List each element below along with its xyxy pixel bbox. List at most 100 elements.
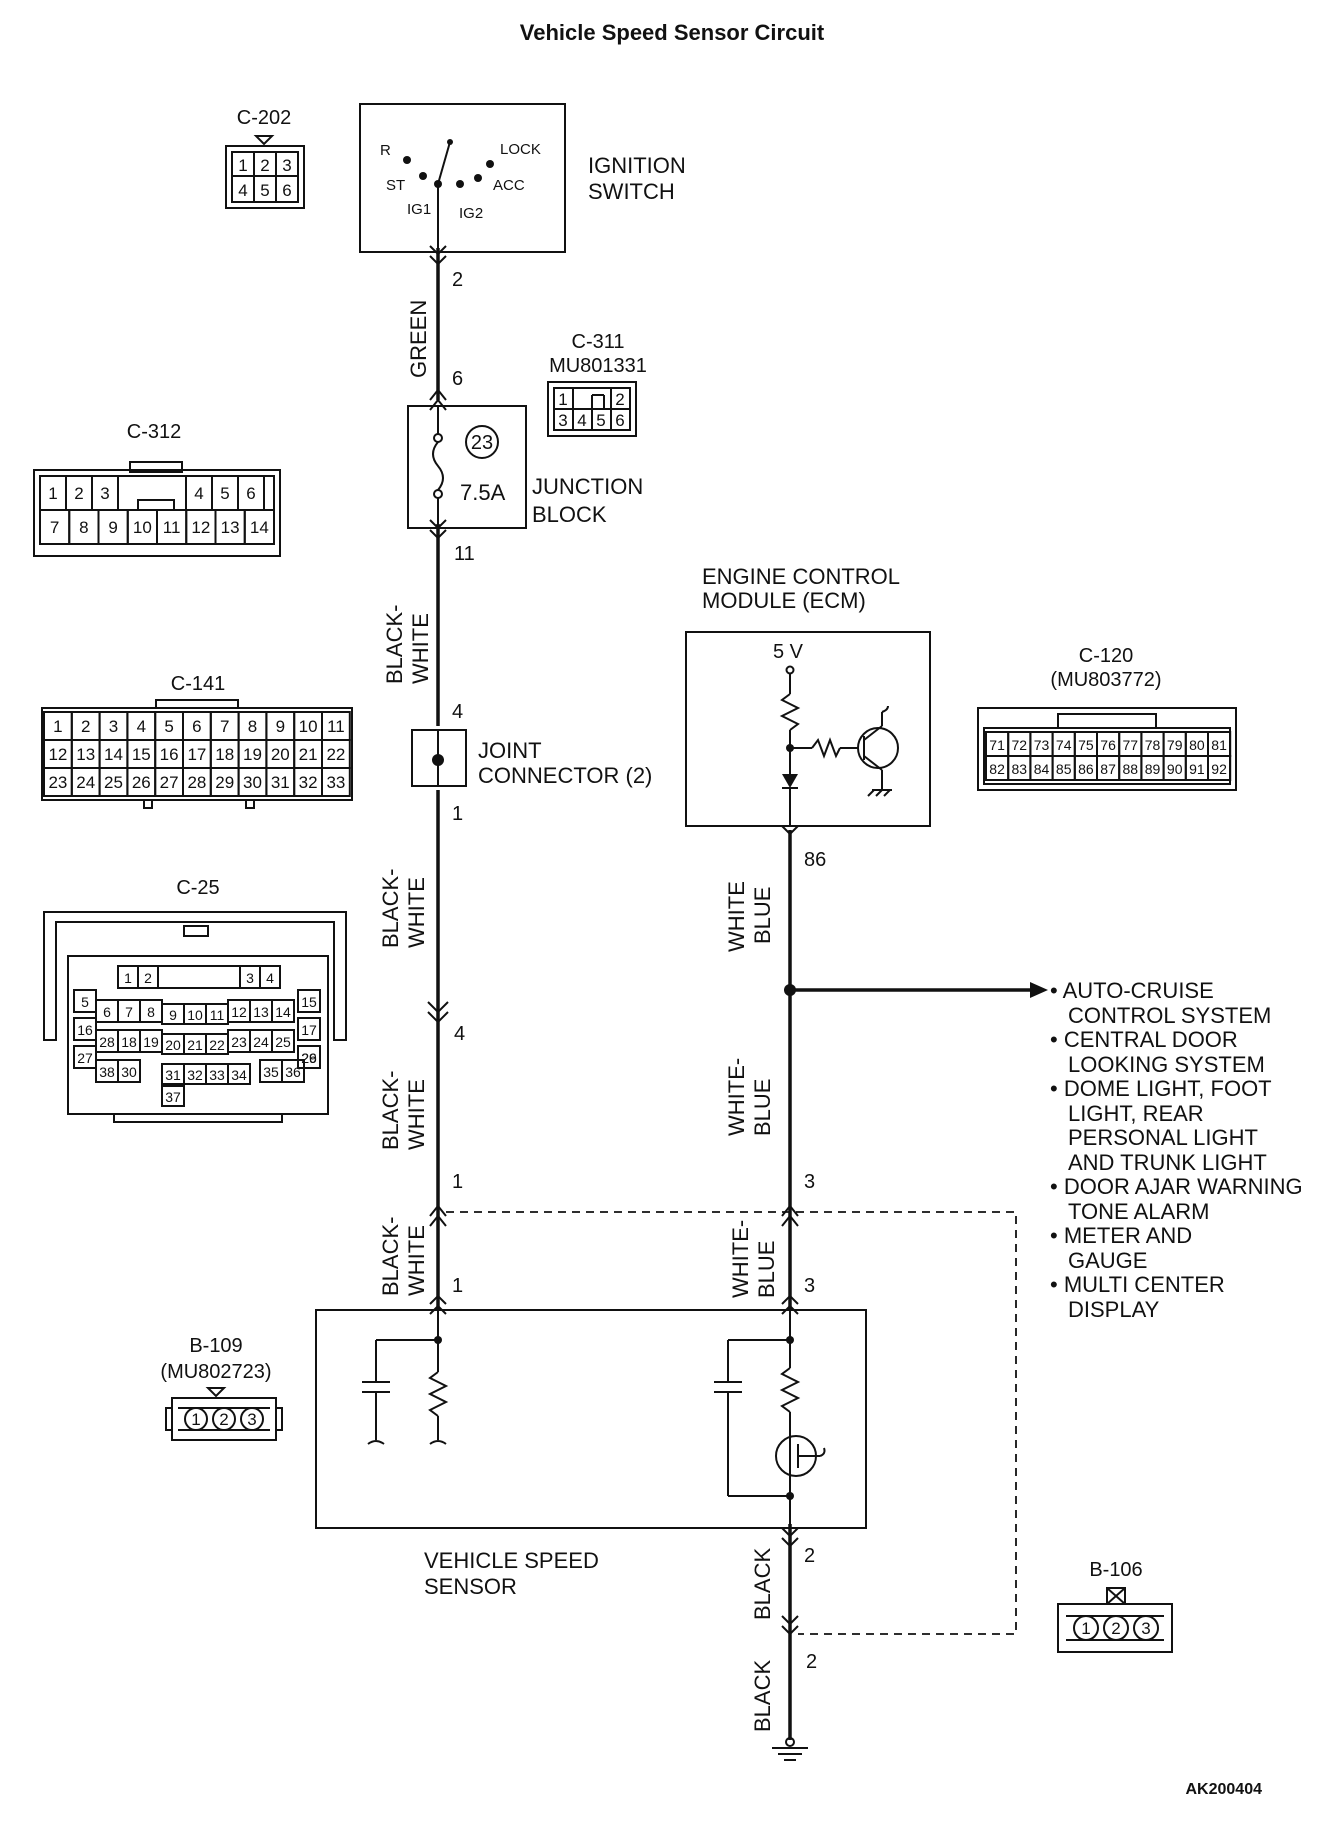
connector-pin: 12 bbox=[231, 1004, 247, 1020]
connector-pin: 91 bbox=[1189, 761, 1205, 777]
svg-text:(MU803772): (MU803772) bbox=[1050, 669, 1161, 691]
connector-b106: B-106 1 2 3 bbox=[1057, 1559, 1173, 1653]
svg-text:• MULTI CENTER: • MULTI CENTER bbox=[1050, 1272, 1225, 1297]
svg-text:4: 4 bbox=[452, 701, 463, 723]
svg-text:3: 3 bbox=[804, 1171, 815, 1193]
svg-text:• METER AND: • METER AND bbox=[1050, 1223, 1192, 1248]
svg-text:IGNITION: IGNITION bbox=[588, 153, 686, 178]
connector-pin: 6 bbox=[192, 717, 201, 736]
connector-pin: 18 bbox=[215, 745, 234, 764]
connector-pin: 9 bbox=[169, 1007, 177, 1023]
connector-pin: 74 bbox=[1056, 737, 1072, 753]
ignition-switch: R LOCK ST ACC IG1 IG2 IGNITION SWITCH bbox=[359, 103, 686, 253]
connector-pin: 23 bbox=[231, 1034, 247, 1050]
diagram-title: Vehicle Speed Sensor Circuit bbox=[520, 20, 825, 45]
wire-label-bw-4b: WHITE bbox=[404, 1225, 429, 1296]
connector-pin: 18 bbox=[121, 1034, 137, 1050]
svg-text:GAUGE: GAUGE bbox=[1068, 1248, 1147, 1273]
connector-pin: 71 bbox=[989, 737, 1005, 753]
connector-pin: 13 bbox=[221, 518, 240, 537]
connector-pin: 92 bbox=[1211, 761, 1227, 777]
svg-text:(MU802723): (MU802723) bbox=[160, 1361, 271, 1383]
connector-pin: 5 bbox=[164, 717, 173, 736]
connector-pin: 4 bbox=[266, 970, 274, 986]
wire-label-wb-3b: BLUE bbox=[754, 1241, 779, 1298]
svg-text:5: 5 bbox=[596, 411, 605, 430]
connector-pin: 35 bbox=[263, 1064, 279, 1080]
destination-item: • METER AND GAUGE bbox=[1050, 1223, 1192, 1273]
svg-text:5: 5 bbox=[260, 181, 269, 200]
svg-text:1: 1 bbox=[452, 803, 463, 825]
destination-item: • CENTRAL DOOR LOOKING SYSTEM bbox=[1050, 1027, 1265, 1077]
connector-pin: 33 bbox=[209, 1067, 225, 1083]
svg-text:3: 3 bbox=[282, 156, 291, 175]
connector-pin: 2 bbox=[74, 484, 83, 503]
svg-text:1: 1 bbox=[191, 1410, 200, 1429]
ecm-label: ENGINE CONTROL bbox=[702, 564, 900, 589]
connector-pin: 5 bbox=[81, 994, 89, 1010]
connector-pin: 31 bbox=[165, 1067, 181, 1083]
connector-pin: 15 bbox=[132, 745, 151, 764]
svg-text:1: 1 bbox=[1081, 1619, 1090, 1638]
svg-text:C-25: C-25 bbox=[176, 877, 219, 899]
connector-pin: 19 bbox=[143, 1034, 159, 1050]
connector-pin: 72 bbox=[1012, 737, 1028, 753]
svg-text:B-106: B-106 bbox=[1089, 1559, 1142, 1581]
wire-label-bw-1a: BLACK- bbox=[382, 605, 407, 684]
svg-text:11: 11 bbox=[454, 543, 475, 565]
wire-label-green: GREEN bbox=[406, 300, 431, 378]
connector-pin: 34 bbox=[231, 1067, 247, 1083]
connector-pin: 4 bbox=[137, 717, 146, 736]
destination-item: • DOOR AJAR WARNING TONE ALARM bbox=[1050, 1174, 1303, 1224]
svg-text:C-120: C-120 bbox=[1079, 645, 1133, 667]
connector-pin: 22 bbox=[326, 745, 345, 764]
connector-pin: 30 bbox=[121, 1064, 137, 1080]
connector-pin: 12 bbox=[48, 745, 67, 764]
ground-icon bbox=[772, 1737, 808, 1761]
connector-pin: 13 bbox=[253, 1004, 269, 1020]
svg-text:1: 1 bbox=[452, 1275, 463, 1297]
connector-pin: 14 bbox=[104, 745, 123, 764]
connector-pin: 1 bbox=[124, 970, 132, 986]
svg-text:C-141: C-141 bbox=[171, 673, 225, 695]
connector-pin: 8 bbox=[248, 717, 257, 736]
svg-text:1: 1 bbox=[558, 390, 567, 409]
connector-pin: 14 bbox=[250, 518, 269, 537]
connector-pin: 36 bbox=[285, 1064, 301, 1080]
connector-pin: 37 bbox=[165, 1089, 181, 1105]
connector-pin: 10 bbox=[187, 1007, 203, 1023]
connector-pin: 16 bbox=[77, 1022, 93, 1038]
connector-pin: 20 bbox=[271, 745, 290, 764]
connector-pin: 7 bbox=[220, 717, 229, 736]
wire-label-bw-4a: BLACK- bbox=[378, 1217, 403, 1296]
connector-pin: 23 bbox=[48, 773, 67, 792]
connector-pin: 20 bbox=[165, 1037, 181, 1053]
svg-text:C-311: C-311 bbox=[572, 331, 625, 353]
connector-pin: 17 bbox=[187, 745, 206, 764]
joint-connector bbox=[411, 729, 467, 787]
connector-pin: 32 bbox=[299, 773, 318, 792]
connector-pin: 15 bbox=[301, 994, 317, 1010]
svg-text:1: 1 bbox=[452, 1171, 463, 1193]
connector-pin: 6 bbox=[246, 484, 255, 503]
connector-pin: 24 bbox=[76, 773, 95, 792]
connector-pin: 79 bbox=[1167, 737, 1183, 753]
svg-text:3: 3 bbox=[804, 1275, 815, 1297]
wire-label-bw-2a: BLACK- bbox=[378, 869, 403, 948]
svg-text:2: 2 bbox=[219, 1410, 228, 1429]
svg-text:2: 2 bbox=[1111, 1619, 1120, 1638]
svg-text:• DOOR AJAR WARNING: • DOOR AJAR WARNING bbox=[1050, 1174, 1303, 1199]
connector-pin: 25 bbox=[104, 773, 123, 792]
connector-pin: 88 bbox=[1123, 761, 1139, 777]
connector-pin: 28 bbox=[187, 773, 206, 792]
connector-pin: 30 bbox=[243, 773, 262, 792]
svg-text:IG1: IG1 bbox=[407, 201, 431, 218]
svg-text:5 V: 5 V bbox=[773, 641, 804, 663]
svg-text:4: 4 bbox=[577, 411, 586, 430]
wire-label-wb-1a: WHITE bbox=[724, 881, 749, 952]
svg-text:2: 2 bbox=[615, 390, 624, 409]
svg-text:DISPLAY: DISPLAY bbox=[1068, 1297, 1160, 1322]
junction-block: 23 7.5A bbox=[407, 405, 527, 529]
connector-pin: 84 bbox=[1034, 761, 1050, 777]
